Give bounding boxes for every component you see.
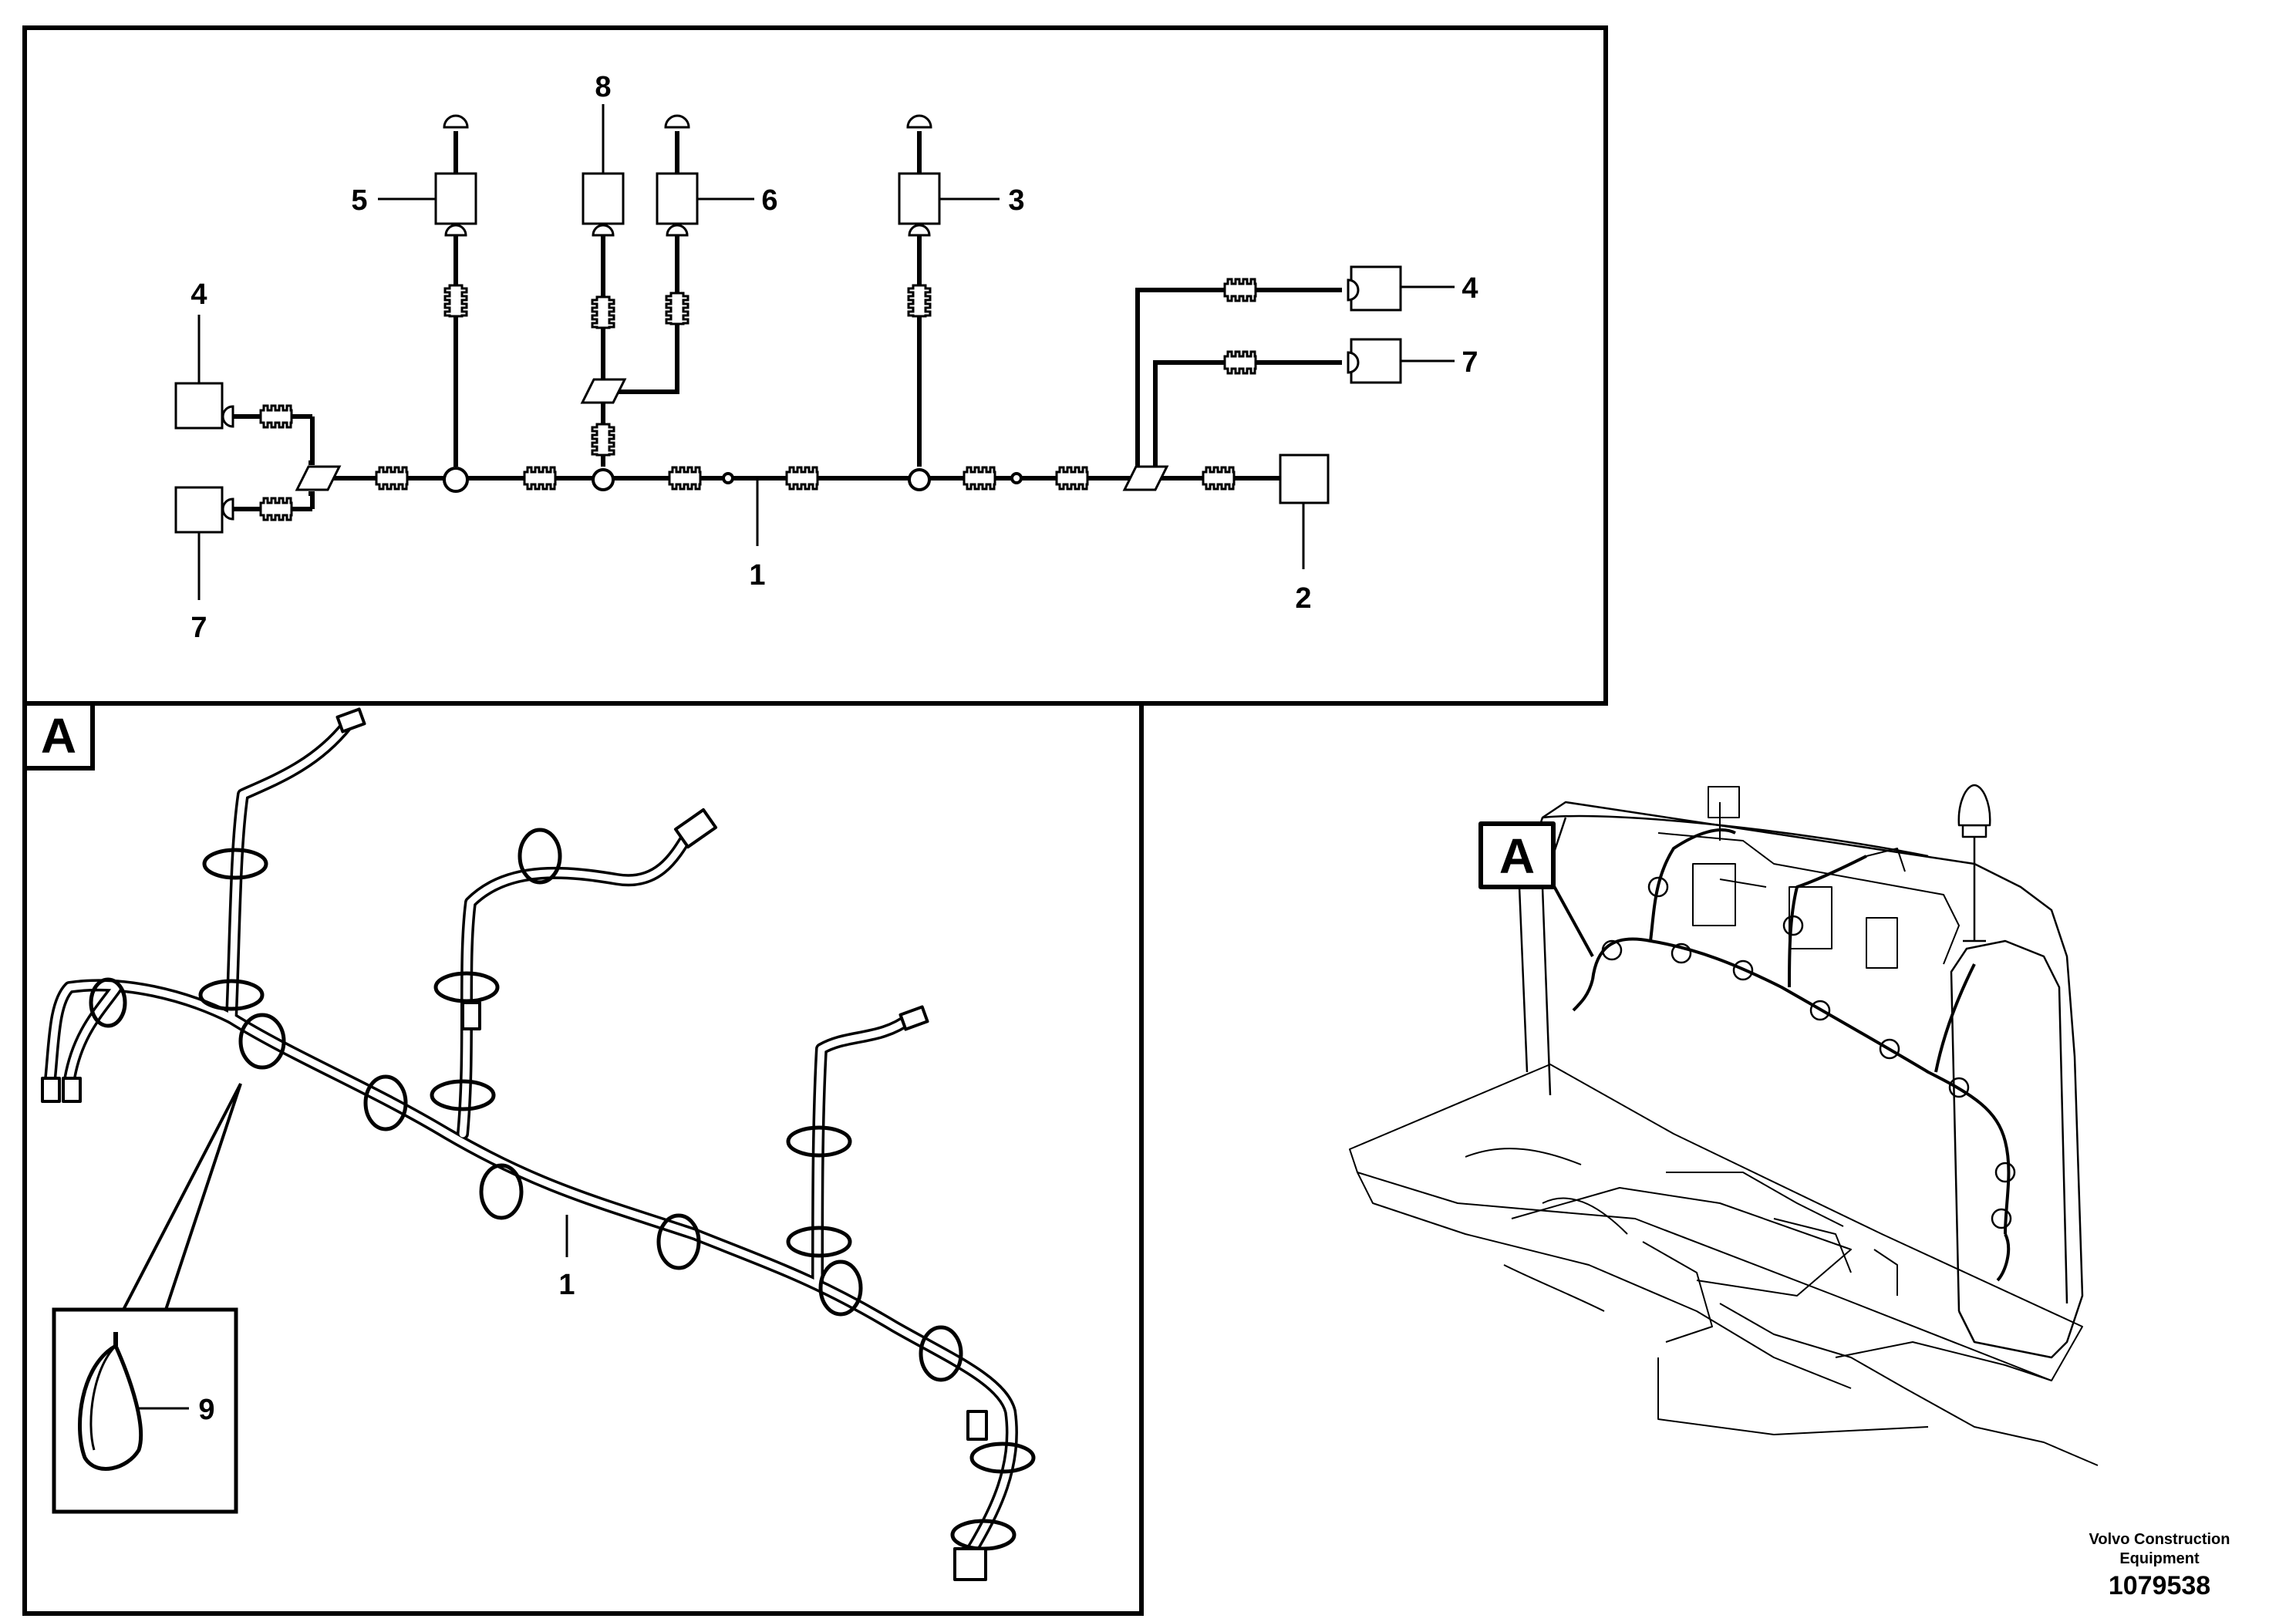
cable-tie-inset: [52, 1307, 238, 1514]
detail-view-label: A: [41, 708, 76, 764]
callout-3: 3: [1008, 184, 1024, 217]
publisher-credit: Volvo Construction Equipment 1079538: [2036, 1530, 2283, 1603]
callout-4-right: 4: [1462, 272, 1478, 305]
harness-route: [1572, 828, 2011, 1282]
harness-ties: [1601, 876, 2016, 1229]
schematic-wires: [224, 131, 1342, 511]
overview-pointer: [1549, 878, 1594, 957]
harness-drawing: [41, 707, 1036, 1581]
overview-view-label: A: [1499, 828, 1535, 884]
credit-line-1: Volvo Construction: [2089, 1531, 2230, 1548]
detail-panel-a: A: [22, 701, 1144, 1616]
callout-1: 1: [749, 559, 765, 592]
detail-frame: [22, 701, 1144, 1616]
machine-frame: [1349, 1064, 2099, 1466]
schematic-panel: 5 8 6 3 4 7 4 7 1 2: [22, 25, 1608, 706]
detail-view-label-box: [22, 701, 95, 771]
component-3: [898, 172, 941, 225]
component-5: [434, 172, 477, 225]
inset-callout-9: 9: [198, 1394, 214, 1426]
credit-line-2: Equipment: [2119, 1550, 2200, 1567]
splice-blocks: [295, 378, 1169, 491]
rear-panel: [1518, 801, 2084, 1359]
callout-6: 6: [761, 184, 777, 217]
component-8: [582, 172, 625, 225]
detail-callout-1: 1: [558, 1269, 575, 1301]
junctions: [443, 467, 1023, 493]
panel-brackets: [1657, 786, 1960, 969]
component-4-left: [174, 382, 224, 430]
inset-pointer: [122, 1083, 242, 1310]
callout-4-left: 4: [190, 278, 207, 311]
plug-caps: [221, 114, 1360, 521]
callout-5: 5: [351, 184, 367, 217]
component-7-left: [174, 486, 224, 534]
cable-tie-icon: [78, 1332, 143, 1471]
schematic-callouts: 5 8 6 3 4 7 4 7 1 2: [190, 71, 1478, 644]
callout-2: 2: [1295, 582, 1311, 615]
beacon-light-icon: [1957, 784, 1991, 943]
leader-lines: [197, 104, 1455, 600]
component-6: [656, 172, 699, 225]
callout-7-right: 7: [1462, 346, 1478, 379]
callout-8: 8: [595, 71, 611, 103]
component-2: [1279, 454, 1330, 504]
overview-view-label-box: [1478, 821, 1556, 889]
callout-7-left: 7: [190, 612, 207, 644]
part-number: 1079538: [2108, 1571, 2211, 1600]
overview-illustration: [1349, 784, 2099, 1466]
